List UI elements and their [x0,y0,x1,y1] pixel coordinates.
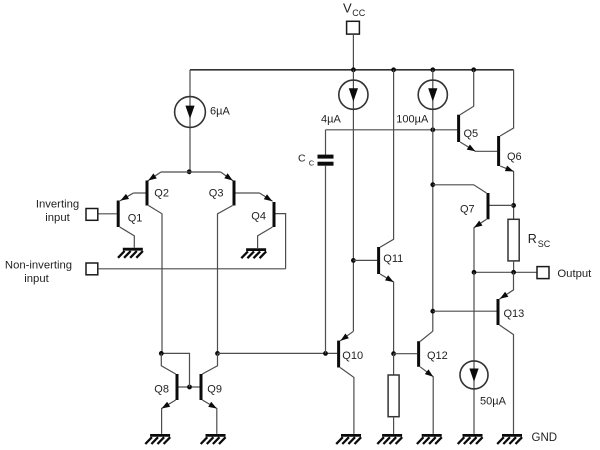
svg-text:Q8: Q8 [154,384,169,396]
svg-text:C: C [298,153,306,165]
svg-text:C: C [309,159,315,168]
svg-text:Q12: Q12 [427,350,448,362]
svg-text:Q4: Q4 [251,211,266,223]
svg-text:SC: SC [538,239,551,249]
svg-text:Q9: Q9 [207,384,222,396]
svg-text:Non-inverting: Non-inverting [5,260,72,272]
svg-text:Q11: Q11 [383,253,403,265]
svg-text:Q2: Q2 [154,188,169,200]
svg-text:Q3: Q3 [209,188,224,200]
svg-text:R: R [528,232,537,246]
svg-text:Q6: Q6 [507,151,522,163]
svg-text:input: input [24,273,49,285]
svg-text:V: V [343,0,352,15]
svg-text:6µA: 6µA [210,105,230,117]
svg-text:Q13: Q13 [504,308,525,320]
svg-text:4µA: 4µA [321,114,341,126]
svg-text:Q5: Q5 [464,128,479,140]
svg-text:CC: CC [352,8,365,18]
svg-text:Inverting: Inverting [36,199,79,211]
svg-text:Q1: Q1 [128,213,143,225]
svg-text:Q7: Q7 [460,204,475,216]
svg-text:Output: Output [557,268,592,280]
svg-text:50µA: 50µA [480,396,507,408]
svg-text:GND: GND [532,432,558,444]
svg-text:Q10: Q10 [342,350,363,362]
svg-text:100µA: 100µA [396,114,429,126]
svg-text:input: input [45,212,70,224]
